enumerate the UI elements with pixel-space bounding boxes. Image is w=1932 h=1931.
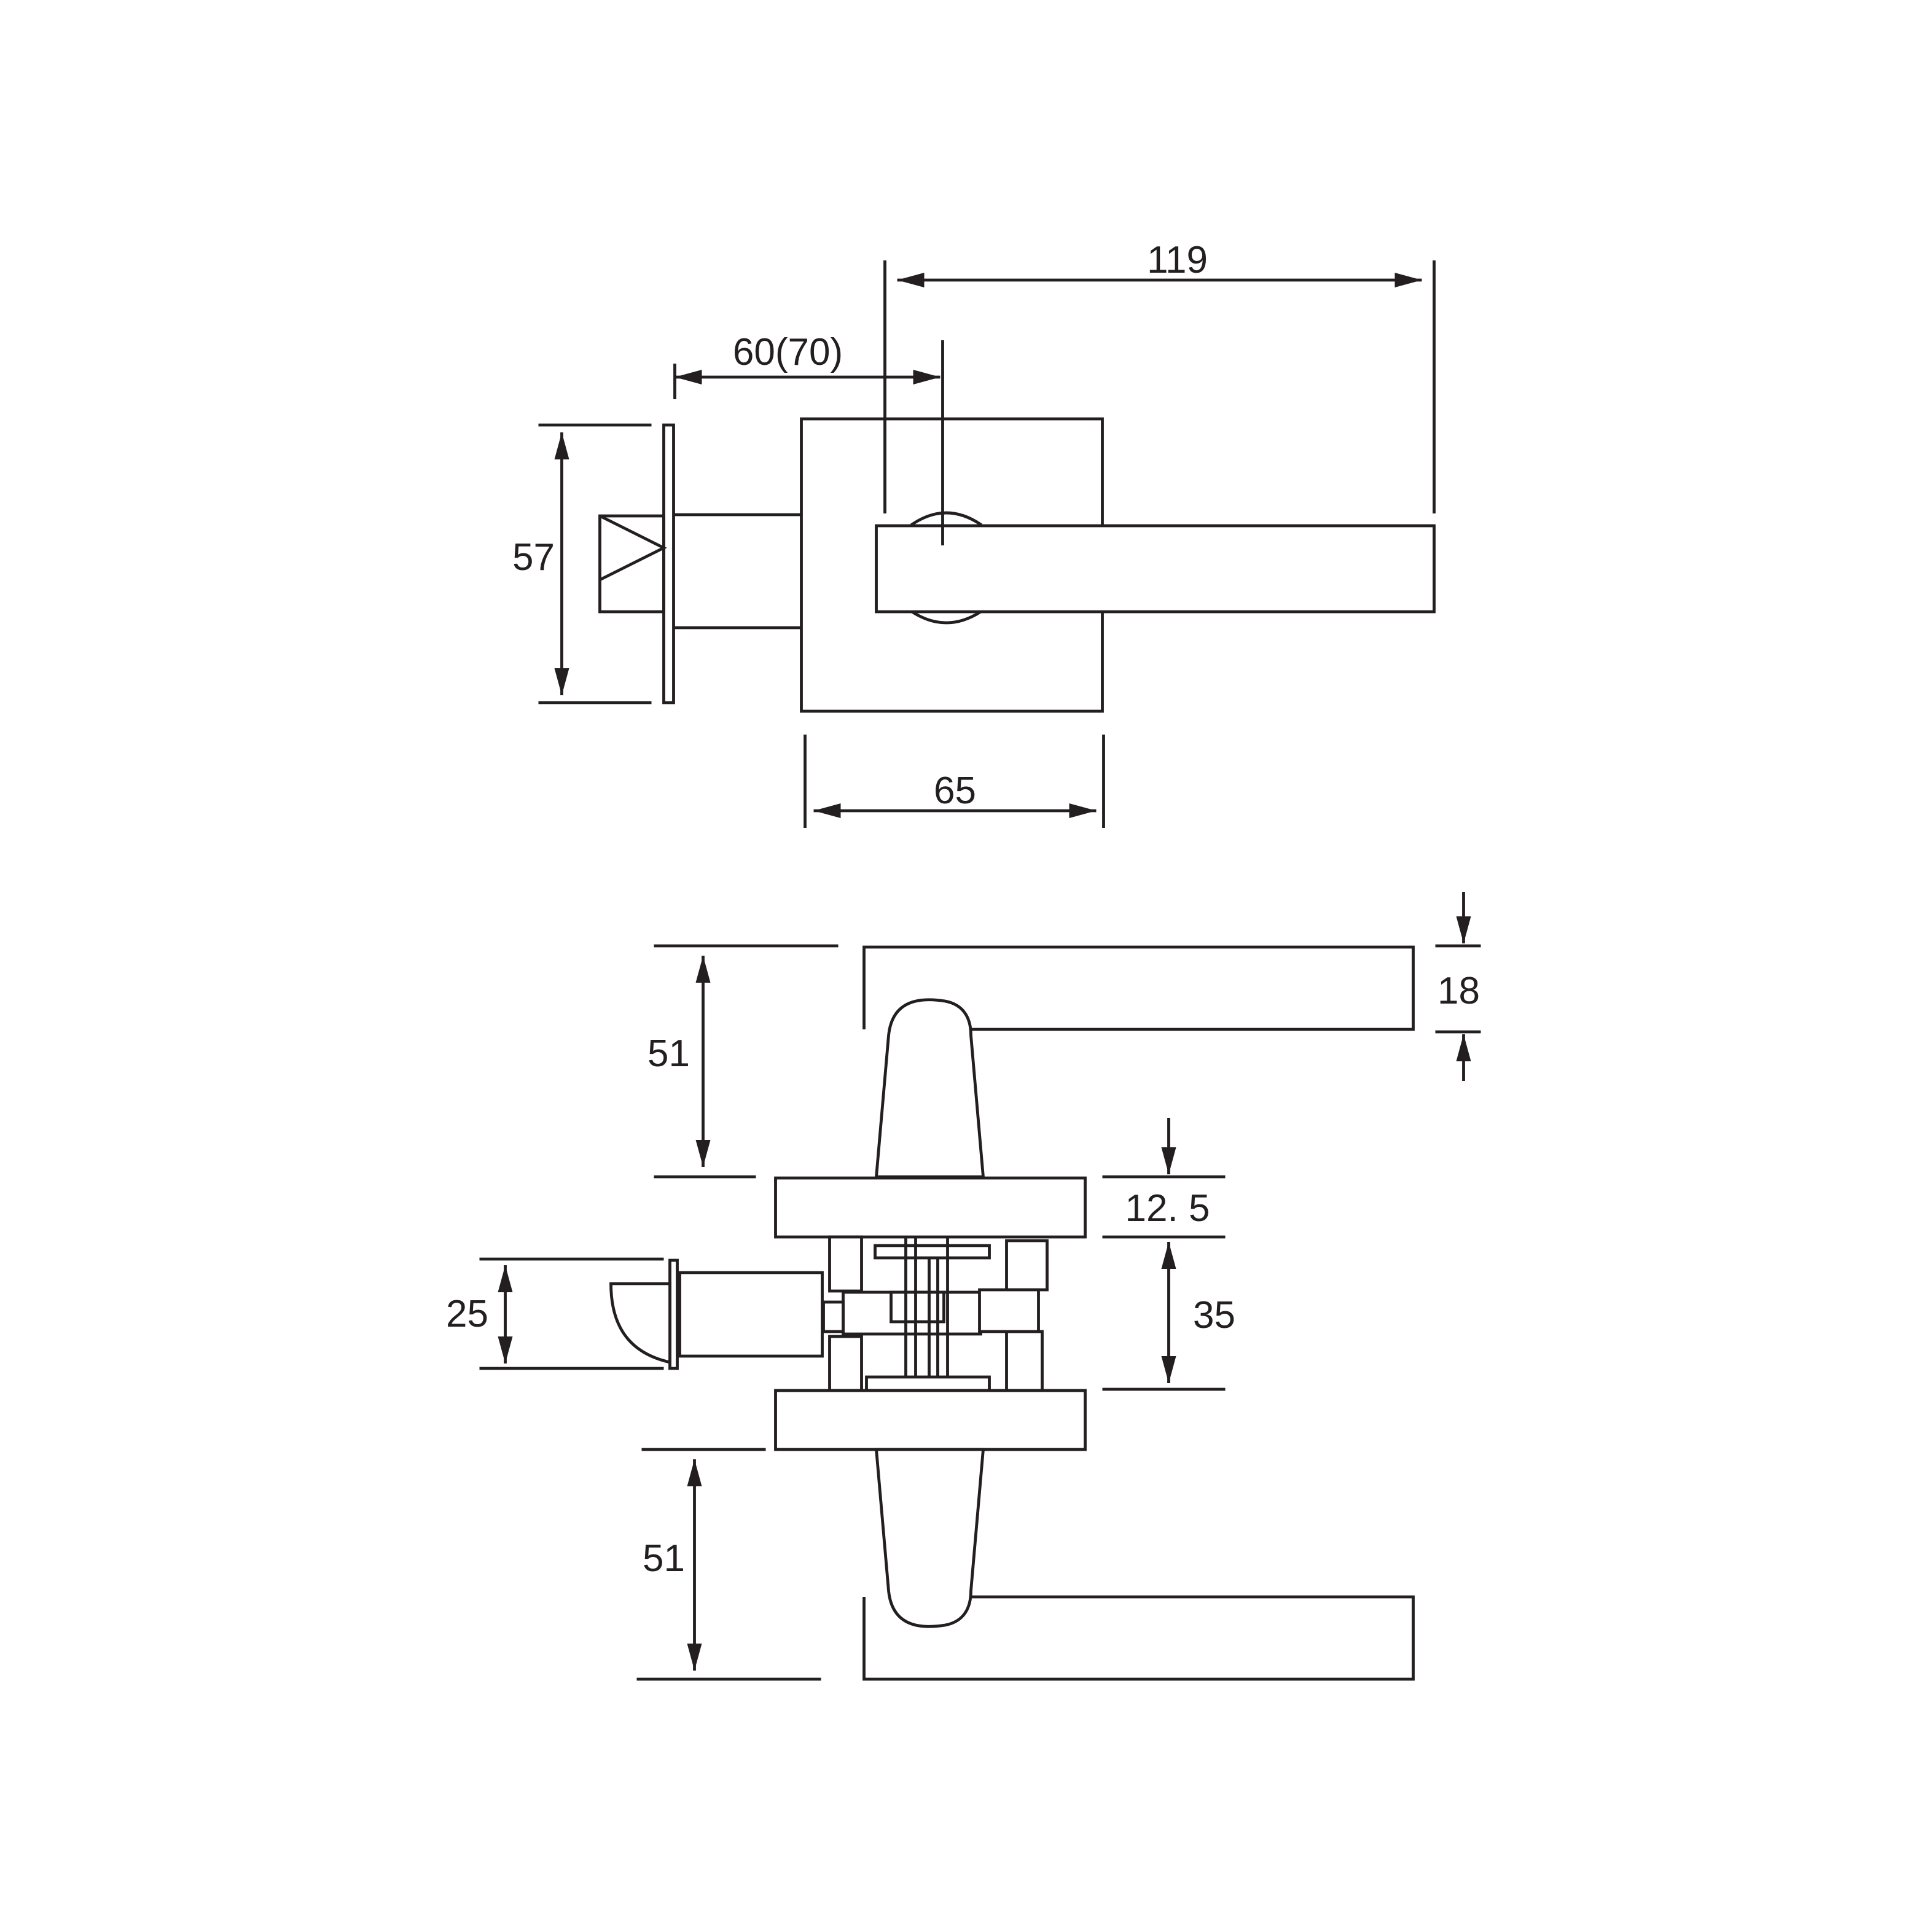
lower-lever-bar xyxy=(862,1595,1415,1681)
dimension-lever-thickness: 18 xyxy=(1437,892,1480,1081)
dimension-lever-offset-upper: 51 xyxy=(647,956,711,1167)
dimension-label-lever-offset-lower: 51 xyxy=(643,1537,685,1580)
dimension-label-rose-width: 65 xyxy=(934,770,976,812)
side-view: 51 51 18 12. 5 35 xyxy=(446,892,1481,1681)
dimension-label-door-thickness: 35 xyxy=(1193,1294,1235,1336)
dimension-latch-width: 25 xyxy=(446,1265,513,1363)
lever-bar xyxy=(875,524,1436,614)
dimension-label-rose-thickness: 12. 5 xyxy=(1125,1187,1210,1230)
top-view-extension-lines xyxy=(538,260,1436,828)
dimension-label-lever-offset-upper: 51 xyxy=(647,1032,690,1075)
upper-lever xyxy=(862,945,1415,1179)
lower-rose xyxy=(774,1389,1087,1451)
dimension-label-latch-width: 25 xyxy=(446,1293,488,1335)
lever-handle-top xyxy=(875,511,1436,625)
upper-lever-bar xyxy=(862,945,1415,1031)
side-view-extension-lines xyxy=(479,944,1481,1681)
dimension-label-latch-faceplate-height: 57 xyxy=(512,536,555,579)
dimension-rose-width: 65 xyxy=(813,770,1097,818)
lower-lever xyxy=(862,1448,1415,1681)
side-latch xyxy=(609,1258,824,1370)
lock-mechanism xyxy=(822,1235,1049,1392)
dimension-backset: 60(70) xyxy=(675,331,941,384)
upper-rose xyxy=(774,1176,1087,1239)
latch-bolt xyxy=(598,514,665,614)
side-latch-bolt xyxy=(609,1282,671,1365)
latch-assembly xyxy=(598,423,812,704)
dimension-latch-faceplate-height: 57 xyxy=(512,432,569,695)
dimension-label-lever-thickness: 18 xyxy=(1437,970,1480,1012)
dimension-label-backset: 60(70) xyxy=(733,331,843,373)
dimension-lever-length: 119 xyxy=(897,239,1422,287)
upper-lever-neck xyxy=(874,998,985,1179)
dimension-door-thickness: 35 xyxy=(1161,1242,1235,1383)
dimension-lever-offset-lower: 51 xyxy=(643,1459,702,1671)
dimension-label-lever-length: 119 xyxy=(1147,239,1208,281)
side-latch-body xyxy=(678,1271,824,1358)
dimension-rose-thickness: 12. 5 xyxy=(1125,1118,1210,1230)
lower-lever-neck xyxy=(874,1448,985,1628)
top-view: 119 60(70) 57 65 xyxy=(512,239,1436,828)
latch-faceplate xyxy=(662,423,675,704)
latch-bolt-bevel xyxy=(599,514,667,582)
